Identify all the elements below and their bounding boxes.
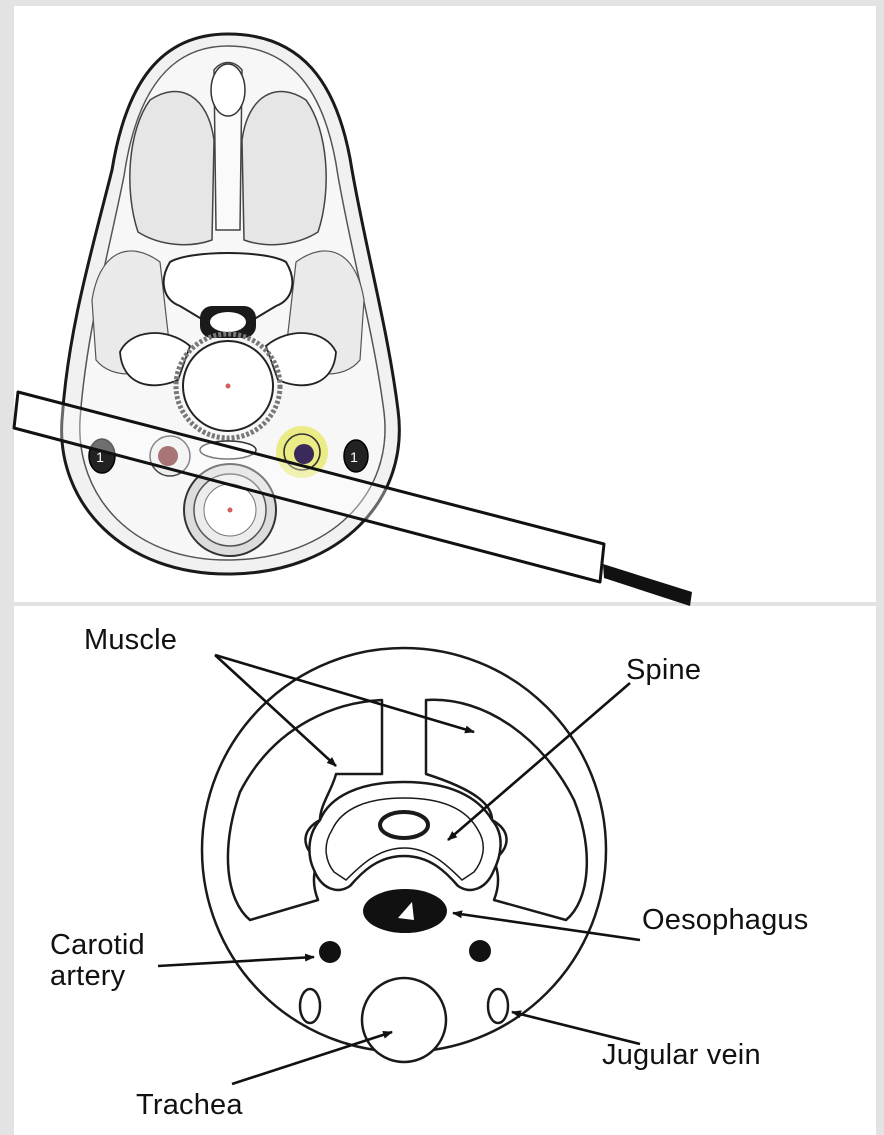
label-jugular-vein: Jugular vein: [602, 1040, 761, 1071]
label-carotid-artery: Carotid artery: [50, 930, 145, 991]
label-spine: Spine: [626, 655, 701, 686]
carotid-artery-right: [469, 940, 491, 962]
label-oesophagus: Oesophagus: [642, 905, 808, 936]
oesophagus-arrow: [453, 913, 640, 940]
jugular-vein-left: [300, 989, 320, 1023]
trachea-circle: [362, 978, 446, 1062]
spinal-canal-schematic: [380, 812, 428, 838]
carotid-artery-arrow: [158, 957, 314, 966]
carotid-artery-left: [319, 941, 341, 963]
label-trachea: Trachea: [136, 1090, 243, 1121]
trachea-arrow: [232, 1032, 392, 1084]
jugular-vein-right: [488, 989, 508, 1023]
label-muscle: Muscle: [84, 625, 177, 656]
